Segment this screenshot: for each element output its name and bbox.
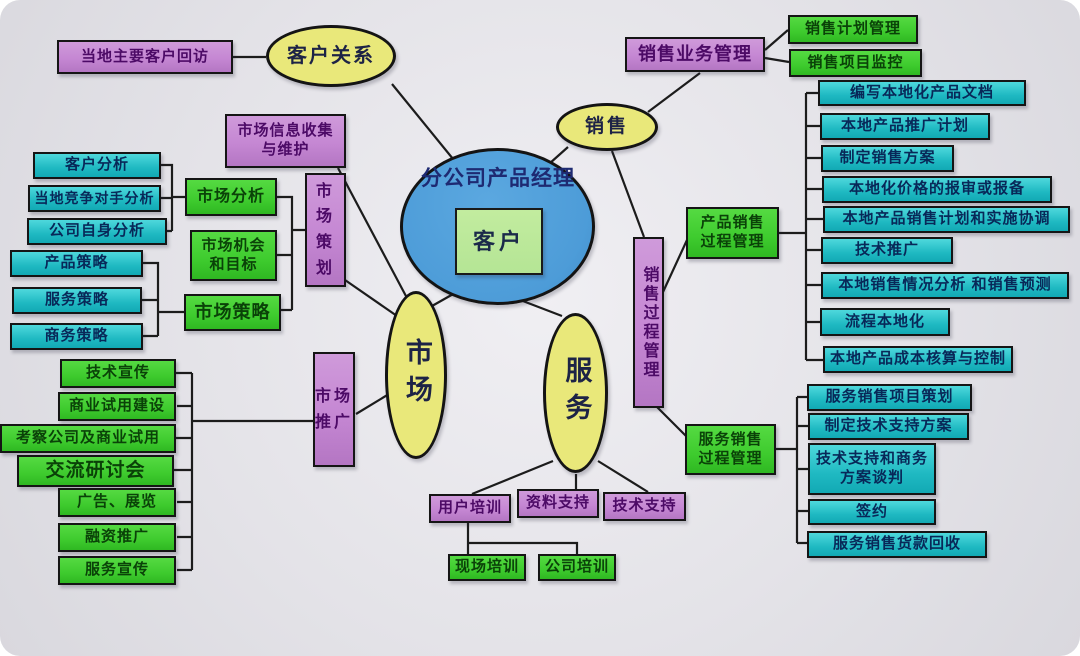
node-product-sales-process-mgmt: 产品销售 过程管理 [686,207,779,259]
connector-sales-process [656,239,688,437]
connector-market-links [337,167,456,415]
node-exchange-seminar: 交流研讨会 [17,455,174,487]
node-service-sales-process-mgmt: 服务销售 过程管理 [685,424,776,475]
node-tech-support-business-negotiation: 技术支持和商务 方案谈判 [808,443,936,495]
node-market: 市场 [385,291,447,459]
node-customer-relations: 客户关系 [266,25,396,87]
node-market-opportunity-goals: 市场机会 和目标 [190,230,277,281]
node-tech-support: 技术支持 [603,492,686,521]
node-commercial-trial-construction: 商业试用建设 [58,392,176,421]
node-tech-publicity: 技术宣传 [60,359,176,388]
node-sign-contract: 签约 [808,499,936,525]
connector-service-sales-group [776,395,808,545]
node-company-training: 公司培训 [538,554,616,581]
node-service-publicity: 服务宣传 [58,556,176,585]
connector-strategy-group [142,261,184,338]
center-title: 分公司产品经理 [421,167,575,190]
node-service: 服务 [543,313,608,473]
node-sales-plan-mgmt: 销售计划管理 [788,15,918,44]
node-process-localization: 流程本地化 [820,308,950,336]
connector-analysis-group [160,163,185,233]
node-market-planning: 市场 策划 [305,173,346,287]
node-inspect-company-commercial-trial: 考察公司及商业试用 [0,424,176,453]
node-service-sales-payment-collection: 服务销售货款回收 [807,531,987,558]
node-sales: 销售 [556,103,658,151]
node-market-promotion: 市场 推广 [313,352,355,467]
node-tech-promotion: 技术推广 [821,237,953,264]
node-market-info-collection: 市场信息收集 与维护 [225,114,346,168]
node-local-product-promotion-plan: 本地产品推广计划 [820,113,990,140]
node-market-strategy: 市场策略 [184,294,281,331]
node-product-strategy: 产品策略 [10,250,143,277]
node-sales-project-monitoring: 销售项目监控 [789,49,922,77]
connector-product-sales-group [778,91,823,362]
node-sales-business-mgmt: 销售业务管理 [625,37,765,72]
node-user-training: 用户培训 [429,494,511,523]
node-local-product-sales-plan-coordination: 本地产品销售计划和实施协调 [823,206,1070,233]
connector-customer-relations [232,55,463,171]
node-material-support: 资料支持 [517,489,599,518]
connector-promotion-group [174,371,313,572]
node-service-strategy: 服务策略 [12,287,142,314]
node-make-sales-plan: 制定销售方案 [821,145,954,172]
node-localized-price-approval: 本地化价格的报审或报备 [822,176,1052,203]
connector-sales-links [610,29,790,238]
node-local-sales-analysis-forecast: 本地销售情况分析 和销售预测 [821,272,1069,299]
connector-service-links [471,459,649,496]
node-ads-exhibition: 广告、展览 [58,488,176,517]
node-market-analysis: 市场分析 [185,178,277,216]
node-local-customer-visits: 当地主要客户回访 [57,40,233,74]
node-customer: 客户 [455,208,543,275]
node-make-tech-support-plan: 制定技术支持方案 [808,413,969,440]
node-local-competitor-analysis: 当地竞争对手分析 [28,185,161,212]
node-sales-process-mgmt: 销售过程管理 [633,237,664,408]
node-financing-promotion: 融资推广 [58,523,176,552]
node-business-strategy: 商务策略 [10,323,143,350]
node-write-localized-product-docs: 编写本地化产品文档 [818,80,1026,106]
node-customer-analysis: 客户分析 [33,152,161,179]
node-service-sales-project-planning: 服务销售项目策划 [807,384,972,411]
connector-market-planning [277,195,305,312]
connector-training-tree [466,523,579,554]
node-company-self-analysis: 公司自身分析 [27,218,167,245]
node-onsite-training: 现场培训 [448,554,526,581]
node-local-product-cost-control: 本地产品成本核算与控制 [823,346,1013,373]
